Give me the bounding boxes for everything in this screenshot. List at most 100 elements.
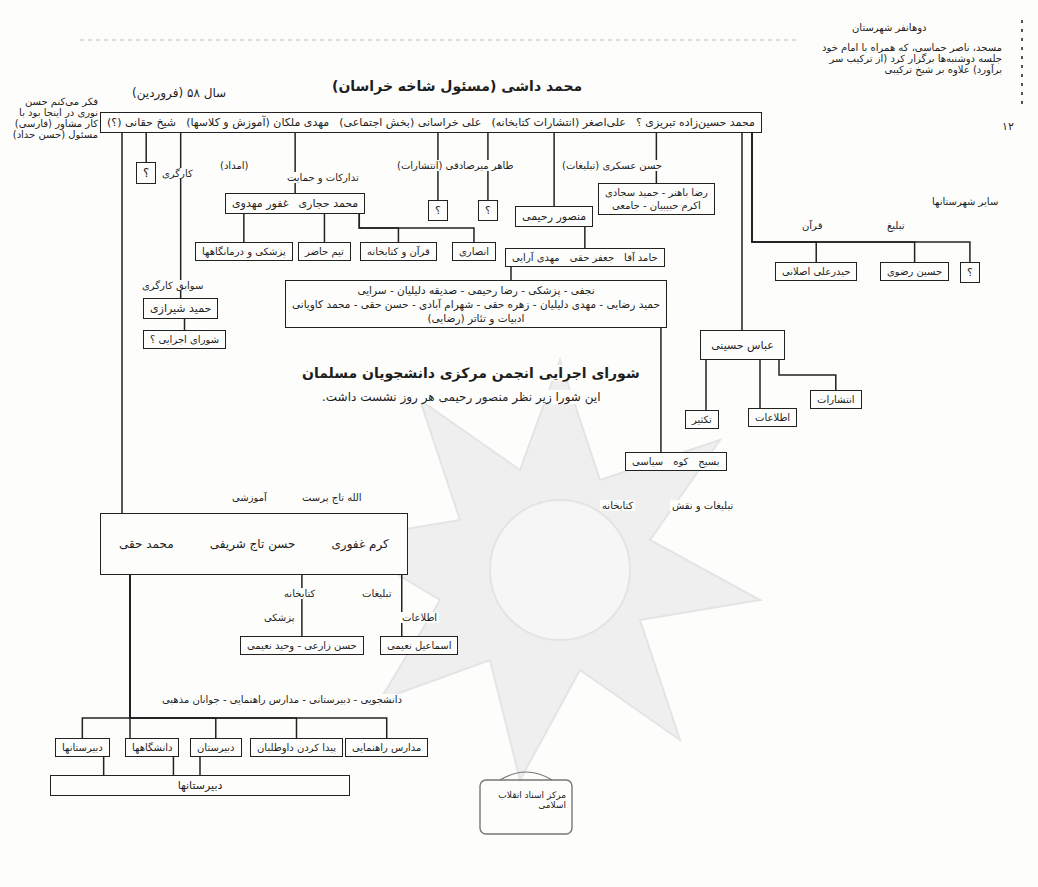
connector-line bbox=[130, 575, 216, 738]
connector-line bbox=[741, 133, 743, 330]
org-box: ؟ bbox=[136, 162, 156, 184]
org-box: اسماعیل نعیمی bbox=[380, 636, 458, 655]
handwritten-note: حسن عسکری (تبلیغات) bbox=[560, 160, 664, 171]
handwritten-note: (امداد) bbox=[218, 160, 250, 171]
box-text: پزشکی و درمانگاهها bbox=[202, 246, 286, 257]
box-text: تیم حاضر bbox=[305, 246, 344, 257]
box-text: ؟ bbox=[435, 204, 441, 217]
box-text: حیدرعلی اصلانی bbox=[782, 266, 850, 277]
connector-line bbox=[584, 227, 586, 248]
org-box: ؟ bbox=[428, 200, 448, 221]
handwritten-note: مرکز اسناد انقلاب اسلامی bbox=[488, 790, 568, 810]
connector-line bbox=[705, 360, 707, 410]
box-text: حسین رضوی bbox=[887, 266, 942, 277]
connector-line bbox=[82, 575, 130, 738]
connector-line bbox=[180, 133, 182, 298]
handwritten-note: سال ۵۸ (فروردین) bbox=[130, 86, 228, 100]
connector-line bbox=[510, 267, 512, 280]
box-text: علی‌اصغر (انتشارات کتابخانه) bbox=[491, 116, 626, 129]
org-box: اطلاعات bbox=[748, 408, 797, 427]
box-text: سیاسی bbox=[632, 456, 663, 467]
connector-line bbox=[759, 360, 761, 408]
handwritten-note: کارگری bbox=[160, 168, 195, 179]
handwritten-note: سوابق کارگری bbox=[140, 280, 205, 291]
org-box: دبیرستانها bbox=[50, 775, 350, 796]
connector-line bbox=[401, 575, 403, 636]
page-rule bbox=[80, 40, 800, 41]
org-box: حمید شیرازی bbox=[143, 298, 218, 319]
org-box: منصور رحیمی bbox=[515, 206, 593, 227]
handwritten-note: تدارکات و حمایت bbox=[285, 172, 361, 183]
handwritten-note: تبلیغات bbox=[360, 588, 393, 599]
org-box: حسین رضوی bbox=[880, 262, 949, 281]
connector-line bbox=[184, 319, 186, 330]
handwritten-note: کتابخانه bbox=[600, 500, 635, 511]
box-text: شیخ حقانی (؟) bbox=[107, 116, 176, 129]
box-text: دانشگاهها bbox=[132, 742, 172, 753]
box-text: ؟ bbox=[143, 166, 149, 180]
handwritten-note: اطلاعات bbox=[400, 612, 439, 623]
handwritten-note: فکر می‌کنم حسن نوری در اینجا بود با کار … bbox=[8, 96, 100, 140]
box-text: رضا باهنر - حمید سجادی bbox=[605, 187, 708, 198]
org-box: ؟ bbox=[478, 200, 498, 221]
handwritten-note: شورای اجرایی انجمن مرکزی دانشجویان مسلما… bbox=[300, 365, 642, 381]
box-text: حامد آقا bbox=[624, 252, 658, 263]
connector-line bbox=[243, 214, 245, 242]
connector-line bbox=[130, 575, 387, 738]
box-text: محمد حقی bbox=[119, 537, 174, 551]
org-box: تکثیر bbox=[685, 410, 719, 429]
handwritten-note: الله تاج پرست bbox=[300, 492, 364, 503]
box-text: جعفر حقی bbox=[570, 252, 614, 263]
box-text: اسماعیل نعیمی bbox=[387, 640, 451, 651]
org-box: قرآن و کتابخانه bbox=[360, 242, 437, 261]
connector-line bbox=[121, 133, 123, 513]
box-text: مهدی ملکان (آموزش و کلاسها) bbox=[186, 116, 329, 129]
box-text: بسیج bbox=[698, 456, 719, 467]
org-box: شورای اجرایی ؟ bbox=[143, 330, 226, 349]
box-text: اکرم حبیبیان - جامعی bbox=[612, 200, 701, 211]
handwritten-note: تبلیغات و نقش bbox=[670, 500, 735, 511]
connector-line bbox=[173, 757, 175, 775]
box-text: کرم غفوری bbox=[331, 537, 388, 551]
org-box: محمد حسین‌زاده تبریزی ؟ علی‌اصغر (انتشارا… bbox=[100, 112, 762, 133]
connector-line bbox=[359, 214, 474, 242]
connector-line bbox=[199, 757, 201, 775]
org-box: پیدا کردن داوطلبان bbox=[250, 738, 343, 757]
handwritten-note: ۱۲ bbox=[1000, 120, 1016, 133]
org-box: رضا باهنر - حمید سجادی اکرم حبیبیان - جام… bbox=[598, 183, 715, 215]
handwritten-note: کتابخانه bbox=[282, 588, 317, 599]
box-text: پیدا کردن داوطلبان bbox=[257, 742, 336, 753]
connector-line bbox=[130, 575, 297, 738]
box-text: محمد حسین‌زاده تبریزی ؟ bbox=[636, 116, 755, 129]
box-text: غفور مهدوی bbox=[232, 197, 288, 210]
box-text: محمد حجاری bbox=[298, 197, 358, 210]
box-text: انتشارات bbox=[817, 394, 855, 405]
chart-title: محمد داشی (مسئول شاخه خراسان) bbox=[330, 78, 584, 94]
org-box: تیم حاضر bbox=[298, 242, 351, 261]
org-box: حامد آقا جعفر حقی مهدی آرایی bbox=[505, 248, 665, 267]
box-text: انصاری bbox=[459, 246, 489, 257]
box-text: مدارس راهنمایی bbox=[352, 742, 421, 753]
handwritten-note: مسجد، ناصر حماسی، که همراه با امام خود ج… bbox=[800, 42, 1004, 75]
box-text: مهدی آرایی bbox=[512, 252, 560, 263]
org-box: کرم غفوریحسن تاج شریفیمحمد حقی bbox=[100, 513, 408, 575]
org-box: مدارس راهنمایی bbox=[345, 738, 428, 757]
box-text: دبیرستانها bbox=[178, 779, 223, 792]
margin-marks bbox=[1021, 20, 1023, 110]
org-box: حیدرعلی اصلانی bbox=[775, 262, 857, 281]
connector-line bbox=[553, 133, 555, 206]
box-text: منصور رحیمی bbox=[522, 210, 586, 223]
org-box: دبیرستانها bbox=[55, 738, 110, 757]
connector-line bbox=[145, 133, 147, 162]
org-box: ؟ bbox=[960, 262, 980, 283]
handwritten-note: طاهر میرصادقی (انتشارات) bbox=[395, 160, 516, 171]
org-box: پزشکی و درمانگاهها bbox=[195, 242, 293, 261]
handwritten-note: این شورا زیر نظر منصور رحیمی هر روز نشست… bbox=[320, 390, 603, 404]
connector-line bbox=[660, 328, 662, 452]
box-text: ؟ bbox=[967, 266, 973, 279]
box-text: قرآن و کتابخانه bbox=[367, 246, 430, 257]
box-text: تکثیر bbox=[692, 414, 712, 425]
handwritten-note: آموزشی bbox=[230, 492, 269, 503]
connector-line bbox=[656, 133, 658, 183]
archive-stamp bbox=[480, 780, 572, 834]
